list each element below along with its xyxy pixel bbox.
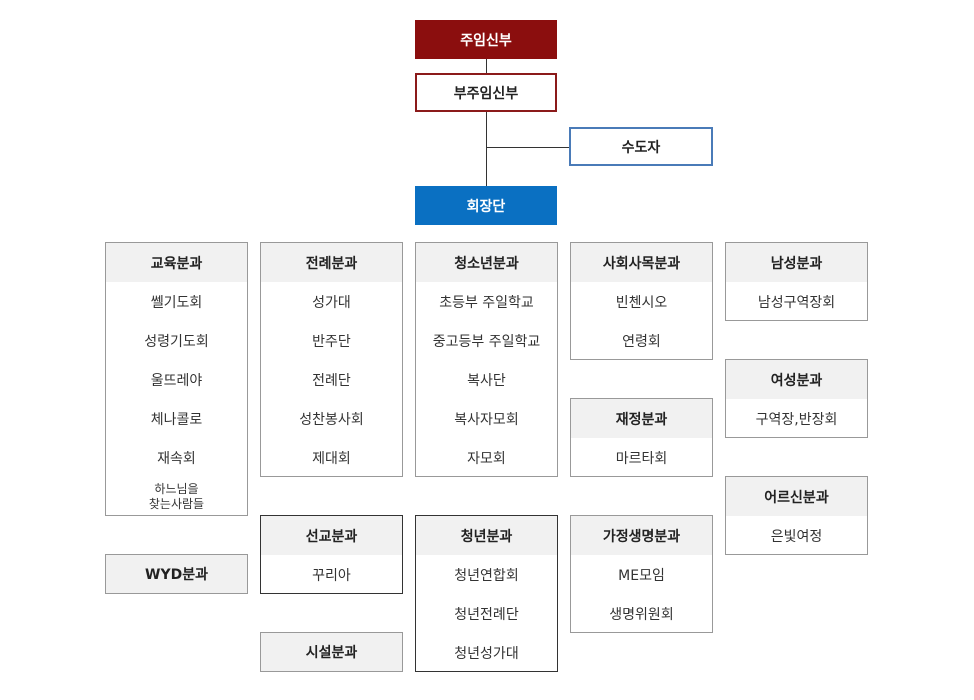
dept-item: 꾸리아 (312, 567, 351, 584)
associate-pastor-box: 부주임신부 (415, 73, 557, 112)
connector-pastor-associate (486, 59, 487, 73)
dept-education: 교육분과 쎌기도회 성령기도회 울뜨레야 체나콜로 재속회 하느님을 찾는사람들 (105, 242, 248, 516)
dept-title: 청년분과 (416, 516, 557, 555)
dept-item: 자모회 (467, 450, 506, 467)
dept-item: 청년전례단 (454, 606, 519, 623)
connector-associate-council (486, 112, 487, 186)
dept-title: 재정분과 (571, 399, 712, 438)
dept-title: 청소년분과 (416, 243, 557, 282)
dept-item: 쎌기도회 (150, 294, 203, 311)
dept-item: ME모임 (618, 567, 665, 584)
dept-item: 제대회 (312, 450, 351, 467)
dept-men: 남성분과 남성구역장회 (725, 242, 868, 321)
dept-item: 생명위원회 (609, 606, 674, 623)
dept-title: 가정생명분과 (571, 516, 712, 555)
dept-item: 재속회 (157, 450, 196, 467)
dept-youth: 청소년분과 초등부 주일학교 중고등부 주일학교 복사단 복사자모회 자모회 (415, 242, 558, 477)
dept-item: 남성구역장회 (757, 294, 836, 311)
dept-item: 전례단 (312, 372, 351, 389)
dept-item: 복사단 (467, 372, 506, 389)
dept-liturgy: 전례분과 성가대 반주단 전례단 성찬봉사회 제대회 (260, 242, 403, 477)
dept-item: 연령회 (622, 333, 661, 350)
dept-item: 울뜨레야 (150, 372, 203, 389)
dept-elders: 어르신분과 은빛여정 (725, 476, 868, 555)
dept-facilities: 시설분과 (260, 632, 403, 672)
dept-title: 선교분과 (261, 516, 402, 555)
dept-item: 중고등부 주일학교 (432, 333, 541, 350)
dept-item: 초등부 주일학교 (439, 294, 534, 311)
dept-item: 마르타회 (615, 450, 668, 467)
dept-title: 교육분과 (106, 243, 247, 282)
dept-mission: 선교분과 꾸리아 (260, 515, 403, 594)
dept-title: 어르신분과 (726, 477, 867, 516)
dept-item: 반주단 (312, 333, 351, 350)
dept-wyd: WYD분과 (105, 554, 248, 594)
dept-title: 사회사목분과 (571, 243, 712, 282)
dept-family-life: 가정생명분과 ME모임 생명위원회 (570, 515, 713, 633)
dept-item: 구역장,반장회 (755, 411, 838, 428)
dept-item: 성령기도회 (144, 333, 209, 350)
dept-item: 성가대 (312, 294, 351, 311)
dept-item: 청년성가대 (454, 645, 519, 662)
dept-item: 하느님을 찾는사람들 (148, 481, 205, 511)
religious-box: 수도자 (569, 127, 713, 166)
dept-item: 빈첸시오 (615, 294, 668, 311)
council-box: 회장단 (415, 186, 557, 225)
dept-women: 여성분과 구역장,반장회 (725, 359, 868, 438)
dept-item: 복사자모회 (454, 411, 519, 428)
dept-item: 은빛여정 (770, 528, 823, 545)
dept-title: 전례분과 (261, 243, 402, 282)
dept-title: 시설분과 (261, 633, 402, 671)
dept-young-adult: 청년분과 청년연합회 청년전례단 청년성가대 (415, 515, 558, 672)
dept-finance: 재정분과 마르타회 (570, 398, 713, 477)
dept-title: 남성분과 (726, 243, 867, 282)
dept-social: 사회사목분과 빈첸시오 연령회 (570, 242, 713, 360)
pastor-box: 주임신부 (415, 20, 557, 59)
dept-item: 성찬봉사회 (299, 411, 364, 428)
dept-item: 체나콜로 (150, 411, 203, 428)
dept-item: 청년연합회 (454, 567, 519, 584)
dept-title: WYD분과 (106, 555, 247, 593)
dept-title: 여성분과 (726, 360, 867, 399)
connector-religious (486, 147, 569, 148)
